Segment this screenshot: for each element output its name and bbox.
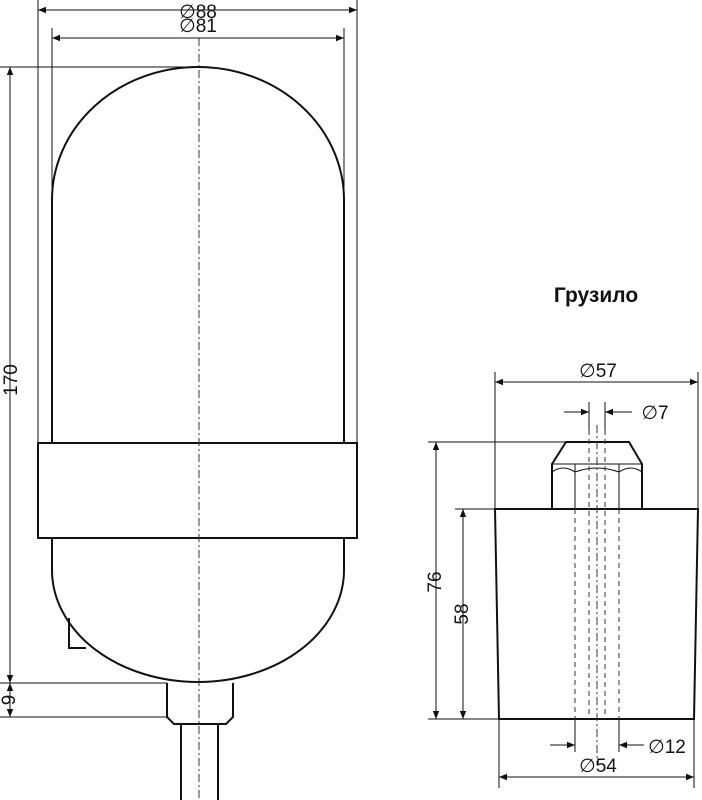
float-body-outline bbox=[51, 66, 345, 443]
dim-label-body-height: 58 bbox=[452, 603, 473, 624]
dim-label-stem: 9 bbox=[0, 695, 20, 706]
weight-drawing: Грузило bbox=[425, 284, 700, 788]
float-side-tab bbox=[68, 618, 86, 649]
dim-label-outer-diameter: ∅88 bbox=[179, 2, 217, 23]
float-stem bbox=[166, 683, 234, 725]
dim-label-top-diameter: ∅57 bbox=[579, 361, 617, 382]
dim-label-bore-diameter: ∅12 bbox=[648, 737, 686, 758]
float-lower-body-outline bbox=[51, 538, 345, 683]
weight-title: Грузило bbox=[554, 284, 638, 307]
float-cable bbox=[180, 724, 219, 800]
float-drawing: ∅88 ∅81 170 9 bbox=[0, 0, 358, 800]
dim-label-inner-diameter: ∅81 bbox=[179, 16, 217, 37]
dim-label-hole-diameter: ∅7 bbox=[641, 403, 668, 424]
dim-label-height: 170 bbox=[1, 364, 22, 396]
float-clamp-band bbox=[37, 442, 358, 539]
dim-label-total-height: 76 bbox=[425, 571, 446, 592]
dim-label-bottom-diameter: ∅54 bbox=[579, 756, 617, 777]
